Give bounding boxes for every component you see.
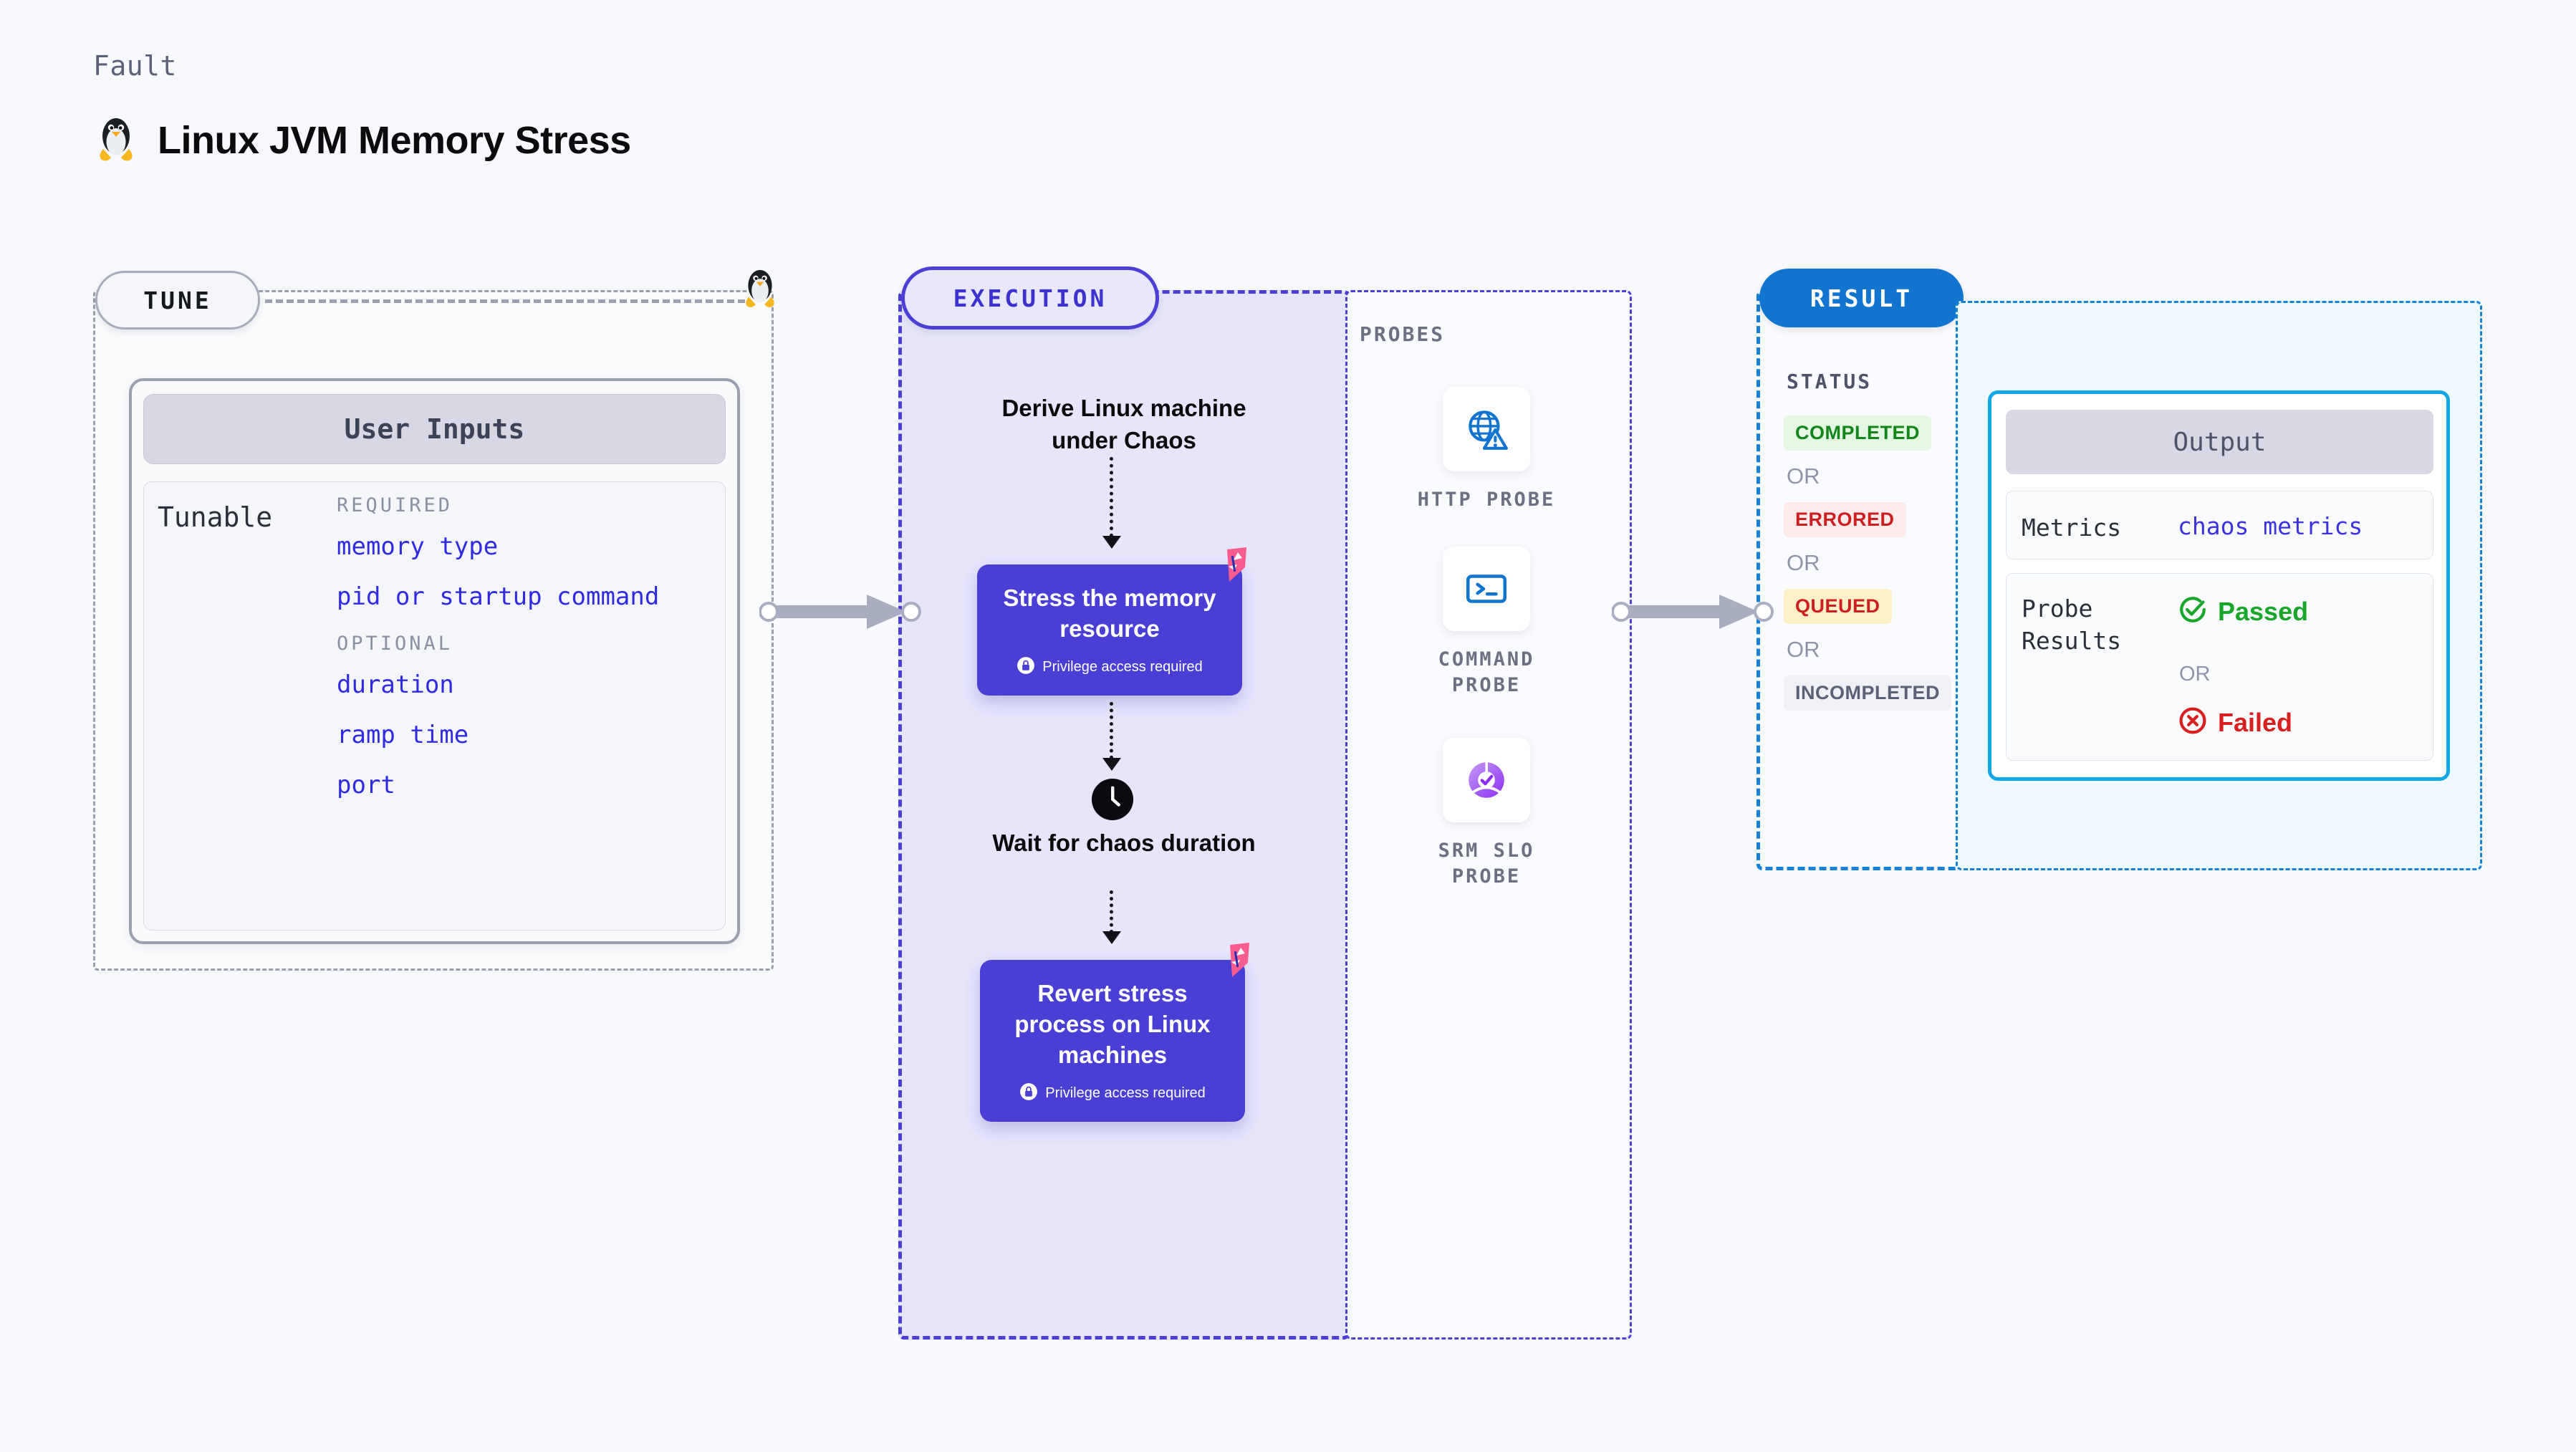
page-title-row: Linux JVM Memory Stress <box>93 115 631 166</box>
output-row-metrics-key: Metrics <box>2022 514 2122 542</box>
status-badge-queued: QUEUED <box>1784 589 1892 624</box>
probe-item-srm-slo-label: SRM SLO PROBE <box>1438 840 1535 888</box>
tunable-group-optional-label: OPTIONAL <box>337 633 453 655</box>
fault-kicker: Fault <box>93 50 177 82</box>
probes-section-label: PROBES <box>1360 322 1446 346</box>
status-or-1: OR <box>1787 463 1820 489</box>
output-card-title: Output <box>2006 410 2433 474</box>
connector-execution-to-result <box>1612 595 1774 629</box>
x-circle-icon <box>2178 706 2208 739</box>
output-row-metrics-value[interactable]: chaos metrics <box>2178 512 2363 540</box>
lock-icon <box>1017 656 1035 678</box>
slo-donut-check-icon <box>1443 738 1530 822</box>
execution-step-wait-for-chaos-duration: Wait for chaos duration <box>992 830 1256 856</box>
flow-connector-1 <box>1110 457 1113 537</box>
stage-chip-tune[interactable]: TUNE <box>95 271 260 330</box>
execution-panel <box>898 290 1350 1340</box>
tunable-group-required-label: REQUIRED <box>337 494 453 516</box>
stage-chip-execution[interactable]: EXECUTION <box>901 266 1159 330</box>
lock-icon <box>1019 1082 1038 1105</box>
tunable-item-duration[interactable]: duration <box>337 670 454 699</box>
probe-item-http[interactable]: HTTP PROBE <box>1400 387 1572 513</box>
globe-warning-icon <box>1443 387 1530 471</box>
tunable-item-memory-type[interactable]: memory type <box>337 532 499 561</box>
execution-block-stress-memory[interactable]: Stress the memory resource Privilege acc… <box>977 564 1242 696</box>
check-circle-icon <box>2178 595 2208 628</box>
probe-item-command-label: COMMAND PROBE <box>1438 648 1535 697</box>
probe-result-or: OR <box>2179 663 2211 686</box>
tunable-list: REQUIRED memory type pid or startup comm… <box>337 494 709 821</box>
probe-result-passed-label: Passed <box>2218 596 2309 626</box>
status-badge-errored: ERRORED <box>1784 502 1906 537</box>
privilege-notice: Privilege access required <box>1017 656 1203 678</box>
linux-penguin-icon-small <box>740 266 780 312</box>
tune-dash-connector <box>265 299 745 303</box>
page-title: Linux JVM Memory Stress <box>158 119 631 162</box>
output-row-probe-results <box>2006 573 2433 761</box>
tunable-item-port[interactable]: port <box>337 771 395 799</box>
execution-block-stress-memory-title: Stress the memory resource <box>1003 585 1216 642</box>
execution-block-revert-stress[interactable]: Revert stress process on Linux machines … <box>980 960 1245 1122</box>
tunable-item-pid-or-startup-command[interactable]: pid or startup command <box>337 582 660 611</box>
user-inputs-title: User Inputs <box>143 394 726 464</box>
status-or-3: OR <box>1787 637 1820 662</box>
stage-chip-result[interactable]: RESULT <box>1759 269 1964 327</box>
probe-result-failed-label: Failed <box>2218 707 2293 737</box>
linux-penguin-icon <box>93 115 139 166</box>
tunable-row-label: Tunable <box>158 501 273 533</box>
status-badge-completed: COMPLETED <box>1784 415 1932 451</box>
flow-arrow-2 <box>1102 758 1121 771</box>
tunable-body <box>143 481 726 931</box>
flow-arrow-1 <box>1102 536 1121 549</box>
status-badge-list: COMPLETED OR ERRORED OR QUEUED OR INCOMP… <box>1784 415 1952 711</box>
harness-logo-icon <box>1208 940 1254 983</box>
output-row-metrics <box>2006 491 2433 559</box>
probe-item-srm-slo[interactable]: SRM SLO PROBE <box>1400 738 1572 890</box>
status-or-2: OR <box>1787 550 1820 575</box>
privilege-notice: Privilege access required <box>1019 1082 1206 1105</box>
execution-block-revert-stress-title: Revert stress process on Linux machines <box>1014 980 1211 1068</box>
connector-tune-to-execution <box>759 595 921 629</box>
harness-logo-icon <box>1205 544 1251 587</box>
privilege-notice-text: Privilege access required <box>1042 658 1203 675</box>
tunable-item-ramp-time[interactable]: ramp time <box>337 721 469 749</box>
probe-item-http-label: HTTP PROBE <box>1417 489 1556 511</box>
privilege-notice-text: Privilege access required <box>1045 1085 1206 1101</box>
probe-item-command[interactable]: COMMAND PROBE <box>1400 547 1572 699</box>
flow-connector-3 <box>1110 890 1113 933</box>
probe-result-passed: Passed <box>2178 595 2308 628</box>
terminal-icon <box>1443 547 1530 631</box>
status-section-label: STATUS <box>1787 370 1873 393</box>
probe-result-failed: Failed <box>2178 706 2292 739</box>
status-badge-incompleted: INCOMPLETED <box>1784 675 1952 711</box>
clock-icon <box>1090 777 1135 822</box>
flow-arrow-3 <box>1102 931 1121 944</box>
flow-connector-2 <box>1110 702 1113 759</box>
execution-step-derive-linux-machine: Derive Linux machine under Chaos <box>1001 395 1246 453</box>
